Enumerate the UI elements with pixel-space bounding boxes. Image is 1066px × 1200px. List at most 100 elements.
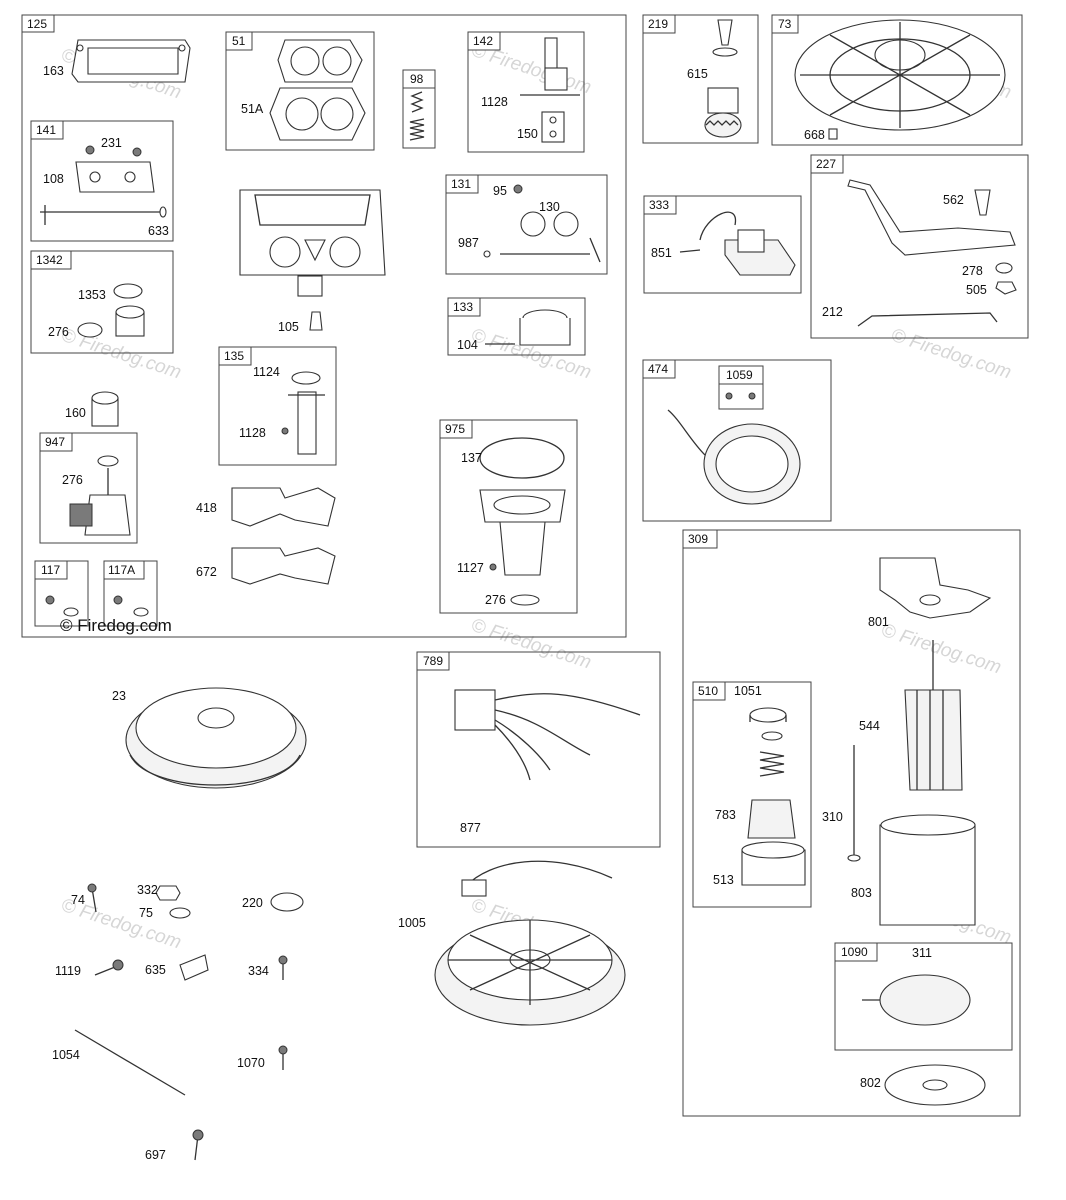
- callout-105: 105: [278, 320, 299, 334]
- screen-73-drawing: [794, 19, 1006, 140]
- group-tab-117A: 117A: [108, 563, 135, 577]
- linkage-142-drawing: [520, 37, 580, 143]
- group-box-98: 98: [402, 69, 436, 149]
- callout-332: 332: [137, 883, 158, 897]
- callout-160: 160: [65, 406, 86, 420]
- group-box-135: 135: [218, 346, 337, 466]
- group-tab-219: 219: [648, 17, 668, 31]
- callout-1124: 1124: [253, 365, 280, 379]
- group-box-117: 117: [34, 560, 89, 627]
- group-tab-117: 117: [41, 563, 60, 577]
- group-box-333: 333: [643, 195, 802, 294]
- callout-1128: 1128: [481, 95, 508, 109]
- callout-95: 95: [493, 184, 507, 198]
- gasket-163-drawing: [71, 39, 191, 83]
- solenoid-947-drawing: [69, 455, 131, 536]
- drive-510-drawing: [741, 707, 806, 886]
- callout-23: 23: [112, 689, 126, 703]
- group-tab-947: 947: [45, 435, 65, 449]
- callout-276: 276: [48, 325, 69, 339]
- intake-manifold-drawing: [239, 189, 386, 331]
- callout-75: 75: [139, 906, 153, 920]
- callout-108: 108: [43, 172, 64, 186]
- callout-334: 334: [248, 964, 269, 978]
- group-tab-98: 98: [410, 72, 424, 86]
- callout-544: 544: [859, 719, 880, 733]
- group-tab-131: 131: [451, 177, 471, 191]
- group-box-142: 142: [467, 31, 585, 153]
- group-tab-1059: 1059: [726, 368, 753, 382]
- group-tab-1342: 1342: [36, 253, 63, 267]
- group-tab-141: 141: [36, 123, 56, 137]
- callout-803: 803: [851, 886, 872, 900]
- governor-219-drawing: [704, 19, 742, 138]
- bracket-141-drawing: [40, 145, 167, 225]
- callout-276: 276: [485, 593, 506, 607]
- group-box-789: 789: [416, 651, 661, 848]
- group-tab-309: 309: [688, 532, 708, 546]
- group-tab-474: 474: [648, 362, 668, 376]
- callout-668: 668: [804, 128, 825, 142]
- callout-1051: 1051: [734, 684, 762, 698]
- callout-276: 276: [62, 473, 83, 487]
- callout-877: 877: [460, 821, 481, 835]
- choke-135-drawing: [281, 371, 325, 455]
- group-box-309: 309: [682, 529, 1021, 1117]
- callout-633: 633: [148, 224, 169, 238]
- callout-801: 801: [868, 615, 889, 629]
- group-box-510: 510: [692, 681, 812, 908]
- watermark: © Firedog.com: [468, 615, 593, 674]
- end-cap-802-drawing: [884, 1064, 986, 1106]
- group-tab-135: 135: [224, 349, 244, 363]
- group-box-975: 975: [439, 419, 578, 614]
- callout-311: 311: [912, 946, 932, 960]
- group-tab-510: 510: [698, 684, 718, 698]
- callout-1119: 1119: [55, 964, 81, 978]
- seal-133-drawing: [485, 309, 571, 346]
- callout-987: 987: [458, 236, 479, 250]
- callout-1128: 1128: [239, 426, 266, 440]
- fitting-117-drawing: [45, 595, 79, 617]
- copyright-text: © Firedog.com: [60, 616, 172, 635]
- callout-310: 310: [822, 810, 843, 824]
- callout-513: 513: [713, 873, 734, 887]
- fitting-117A-drawing: [113, 595, 149, 617]
- adapter-975-drawing: [479, 437, 566, 606]
- callout-635: 635: [145, 963, 166, 977]
- gasket-672-drawing: [231, 547, 336, 585]
- valve-160-drawing: [91, 391, 119, 427]
- harness-789-drawing: [454, 689, 641, 897]
- bracket-227-drawing: [847, 179, 1017, 327]
- group-box-117A: 117A: [103, 560, 158, 627]
- callout-1127: 1127: [457, 561, 484, 575]
- group-box-131: 131: [445, 174, 608, 275]
- callout-505: 505: [966, 283, 987, 297]
- callout-697: 697: [145, 1148, 166, 1162]
- armature-544-drawing: [904, 640, 963, 791]
- flywheel-23-drawing: [125, 687, 307, 789]
- group-box-133: 133: [447, 297, 586, 356]
- fitting-1342-drawing: [77, 283, 145, 338]
- brush-holder-311-drawing: [862, 974, 971, 1026]
- armature-333-drawing: [679, 211, 796, 276]
- callout-130: 130: [539, 200, 560, 214]
- callout-163: 163: [43, 64, 64, 78]
- callout-labels: 163 51A 1128 150 615 668 231 108 633 95 …: [43, 64, 987, 1162]
- callout-418: 418: [196, 501, 217, 515]
- callout-51A: 51A: [241, 102, 264, 116]
- group-box-51: 51: [225, 31, 375, 151]
- kit-131-drawing: [483, 184, 601, 263]
- spring-98-drawing: [409, 91, 425, 141]
- callout-74: 74: [71, 893, 85, 907]
- callout-137: 137: [461, 451, 482, 465]
- group-box-219: 219: [642, 14, 759, 144]
- group-tab-227: 227: [816, 157, 836, 171]
- callout-672: 672: [196, 565, 217, 579]
- callout-783: 783: [715, 808, 736, 822]
- frame-803-drawing: [879, 814, 976, 926]
- through-bolt-310-drawing: [847, 745, 861, 862]
- group-box-474: 474 1059: [642, 359, 832, 522]
- callout-615: 615: [687, 67, 708, 81]
- group-tab-133: 133: [453, 300, 473, 314]
